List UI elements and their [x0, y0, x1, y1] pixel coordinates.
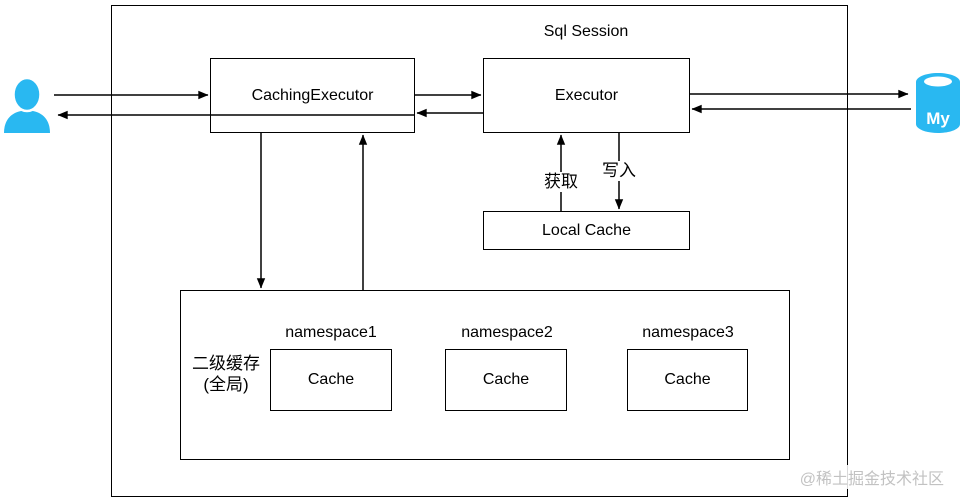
- person-icon: [4, 78, 50, 133]
- namespace2-cache-label: Cache: [482, 371, 530, 388]
- namespace3-cache-label: Cache: [664, 371, 711, 388]
- database-cylinder-top: [924, 76, 952, 87]
- namespace1-cache-label: Cache: [307, 371, 355, 388]
- namespace1-cache-box: Cache: [270, 349, 392, 411]
- database-cylinder-icon: My: [916, 73, 960, 133]
- namespace2-cache-box: Cache: [445, 349, 567, 411]
- namespace3-label: namespace3: [642, 324, 734, 341]
- person-head-shape: [12, 78, 42, 113]
- second-level-cache-label-line1: 二级缓存: [192, 354, 260, 373]
- second-level-cache-label: 二级缓存 (全局): [192, 353, 260, 395]
- executor-box: Executor: [483, 58, 690, 133]
- person-body-shape: [4, 110, 50, 133]
- watermark-text: @稀土掘金技术社区: [796, 465, 947, 489]
- caching-executor-label: CachingExecutor: [251, 86, 374, 104]
- namespace1-label: namespace1: [285, 324, 377, 341]
- second-level-cache-label-line2: (全局): [203, 375, 249, 394]
- caching-executor-box: CachingExecutor: [210, 58, 415, 133]
- sql-session-title: Sql Session: [543, 23, 629, 40]
- database-cylinder-body: [916, 73, 960, 133]
- local-cache-box: Local Cache: [483, 211, 690, 250]
- write-edge-label: 写入: [600, 161, 638, 181]
- namespace2-label: namespace2: [461, 324, 553, 341]
- database-label: My: [926, 109, 950, 128]
- local-cache-label: Local Cache: [542, 221, 631, 239]
- namespace3-cache-box: Cache: [627, 349, 748, 411]
- get-edge-label: 获取: [542, 172, 580, 192]
- executor-label: Executor: [554, 86, 619, 104]
